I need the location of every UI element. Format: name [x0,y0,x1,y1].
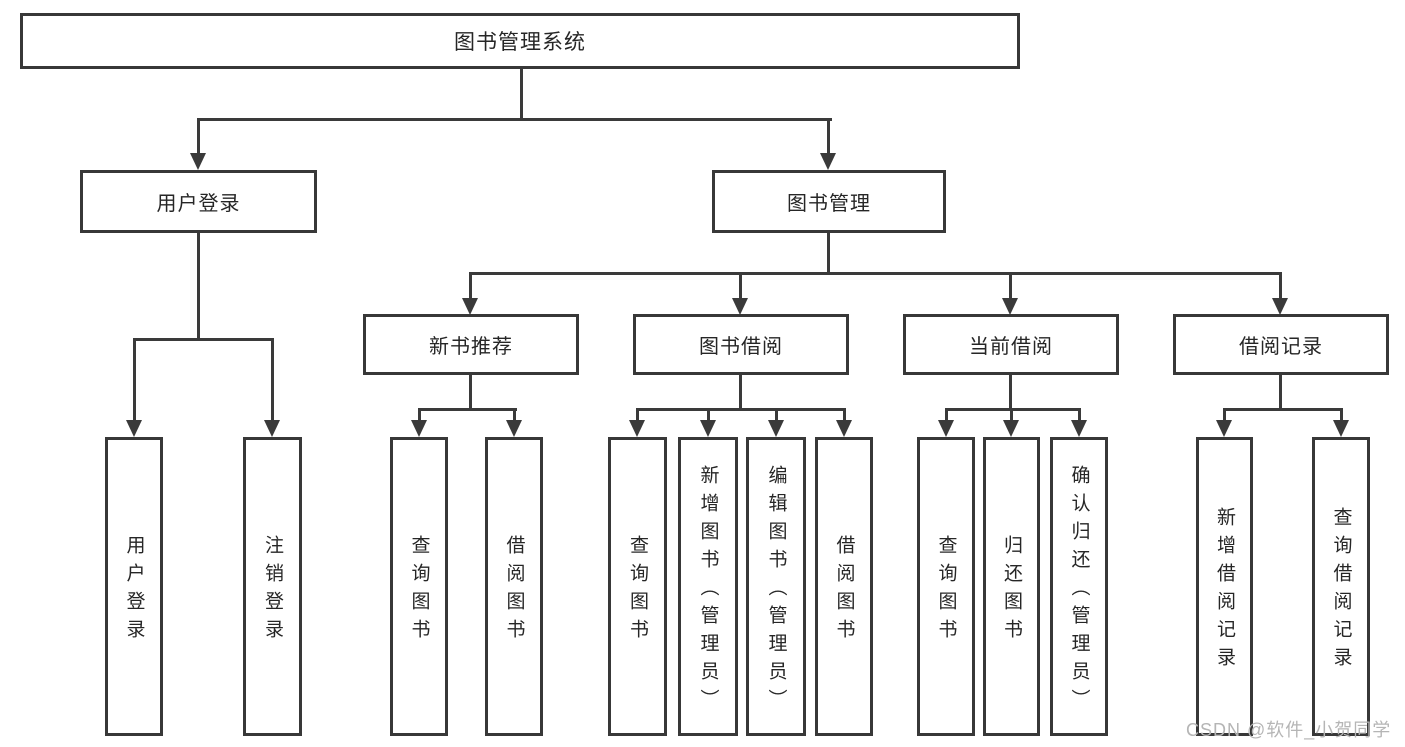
arrow-down-icon [462,298,478,315]
node-book-borrow-label: 图书借阅 [699,336,783,358]
connector-line [707,408,710,422]
leaf-borrow-books-1: 借阅图书 [485,437,543,736]
arrow-down-icon [836,420,852,437]
leaf-borrow-books-1-label: 借阅图书 [503,535,525,647]
connector-line [843,408,846,422]
connector-line [418,408,421,422]
arrow-down-icon [1071,420,1087,437]
csdn-watermark: CSDN @软件_小贺同学 [1186,720,1392,740]
arrow-down-icon [411,420,427,437]
arrow-down-icon [1003,420,1019,437]
connector-line [775,408,778,422]
connector-line [636,408,846,411]
arrow-down-icon [1333,420,1349,437]
connector-line [827,118,830,154]
connector-line [271,338,274,421]
node-user-login-label: 用户登录 [156,193,241,215]
connector-line [1009,272,1012,300]
connector-line [1078,408,1081,422]
leaf-borrow-books-2-label: 借阅图书 [833,535,855,647]
leaf-query-borrow-record-label: 查询借阅记录 [1330,507,1352,675]
node-borrow-records: 借阅记录 [1173,314,1389,375]
connector-line [945,408,948,422]
connector-line [133,338,274,341]
node-current-borrow-label: 当前借阅 [969,336,1053,358]
connector-line [469,375,472,408]
arrow-down-icon [1216,420,1232,437]
connector-line [1223,408,1226,422]
connector-line [133,338,136,421]
leaf-add-book-admin: 新增图书（管理员） [678,437,738,736]
connector-line [197,118,200,154]
connector-line [827,233,830,272]
connector-line [197,118,832,121]
connector-line [513,408,516,422]
node-current-borrow: 当前借阅 [903,314,1119,375]
node-new-book-recommend-label: 新书推荐 [429,336,513,358]
leaf-edit-book-admin-label: 编辑图书（管理员） [765,465,787,717]
arrow-down-icon [1002,298,1018,315]
leaf-edit-book-admin: 编辑图书（管理员） [746,437,806,736]
arrow-down-icon [264,420,280,437]
leaf-return-book: 归还图书 [983,437,1040,736]
node-user-login: 用户登录 [80,170,317,233]
leaf-confirm-return-admin: 确认归还（管理员） [1050,437,1108,736]
node-book-management-label: 图书管理 [787,193,871,215]
leaf-logout: 注销登录 [243,437,302,736]
leaf-query-books-2: 查询图书 [608,437,667,736]
arrow-down-icon [190,153,206,170]
arrow-down-icon [1272,298,1288,315]
node-library-management-system: 图书管理系统 [20,13,1020,69]
leaf-add-book-admin-label: 新增图书（管理员） [697,465,719,717]
leaf-add-borrow-record: 新增借阅记录 [1196,437,1253,736]
arrow-down-icon [629,420,645,437]
arrow-down-icon [732,298,748,315]
arrow-down-icon [126,420,142,437]
connector-line [739,375,742,408]
connector-line [418,408,517,411]
leaf-confirm-return-admin-label: 确认归还（管理员） [1068,465,1090,717]
connector-line [945,408,1081,411]
connector-line [469,272,472,300]
node-borrow-records-label: 借阅记录 [1239,336,1323,358]
leaf-query-books-3: 查询图书 [917,437,975,736]
connector-line [636,408,639,422]
arrow-down-icon [506,420,522,437]
leaf-user-login-label: 用户登录 [123,535,145,647]
arrow-down-icon [938,420,954,437]
arrow-down-icon [820,153,836,170]
connector-line [739,272,742,300]
node-library-management-system-label: 图书管理系统 [454,31,586,54]
connector-line [1340,408,1343,422]
leaf-user-login: 用户登录 [105,437,163,736]
leaf-query-books-1-label: 查询图书 [408,535,430,647]
connector-line [197,233,200,338]
leaf-logout-label: 注销登录 [262,535,283,647]
leaf-query-books-3-label: 查询图书 [935,535,957,647]
leaf-add-borrow-record-label: 新增借阅记录 [1214,507,1235,675]
leaf-query-books-1: 查询图书 [390,437,448,736]
leaf-return-book-label: 归还图书 [1001,535,1022,647]
connector-line [1223,408,1343,411]
leaf-borrow-books-2: 借阅图书 [815,437,873,736]
node-new-book-recommend: 新书推荐 [363,314,579,375]
connector-line [1279,375,1282,408]
node-book-management: 图书管理 [712,170,946,233]
connector-line [1010,408,1013,422]
connector-line [469,272,1282,275]
node-book-borrow: 图书借阅 [633,314,849,375]
connector-line [1279,272,1282,300]
arrow-down-icon [768,420,784,437]
leaf-query-books-2-label: 查询图书 [627,535,648,647]
connector-line [520,69,523,118]
arrow-down-icon [700,420,716,437]
connector-line [1009,375,1012,408]
leaf-query-borrow-record: 查询借阅记录 [1312,437,1370,736]
